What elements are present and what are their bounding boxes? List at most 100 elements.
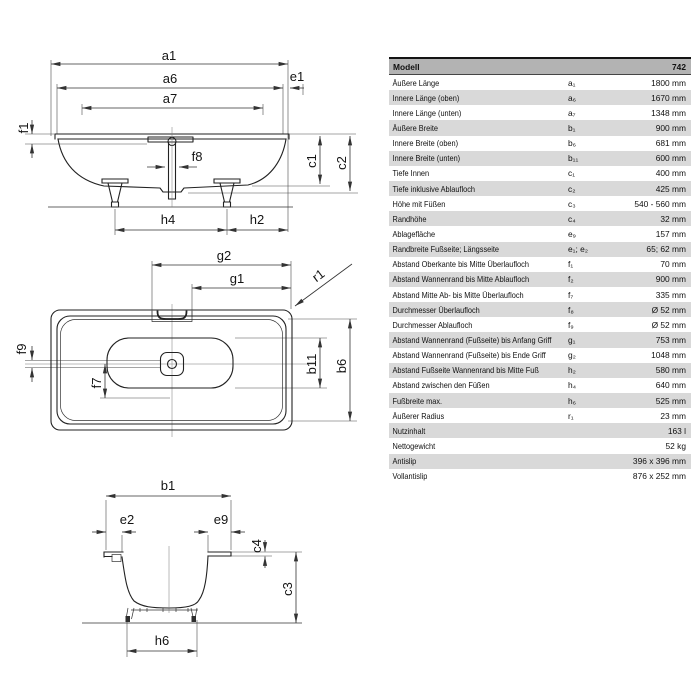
- spec-value: 525 mm: [655, 395, 686, 406]
- spec-symbol: c₁: [568, 168, 576, 179]
- dim-label-h2: h2: [250, 212, 264, 227]
- spec-label: Randhöhe: [392, 213, 427, 224]
- spec-value: Ø 52 mm: [651, 304, 686, 315]
- dim-label-h6: h6: [155, 633, 169, 648]
- grip-handle: [151, 310, 193, 322]
- spec-symbol: f₈: [568, 304, 574, 315]
- spec-value: 23 mm: [660, 410, 686, 421]
- side-view-labels: a1 a6 e1 a7 f1 f8 c1 c2 h4 h2: [16, 48, 349, 227]
- spec-label: Abstand Wannenrand (Fußseite) bis Ende G…: [392, 350, 546, 361]
- dim-label-c2: c2: [334, 156, 349, 170]
- dim-label-a7: a7: [163, 91, 177, 106]
- spec-symbol: b₆: [568, 138, 577, 149]
- spec-symbol: f₇: [568, 289, 574, 300]
- spec-label: Innere Länge (unten): [392, 107, 462, 118]
- spec-label: Abstand Oberkante bis Mitte Überlaufloch: [392, 259, 529, 270]
- spec-value: 157 mm: [655, 228, 686, 239]
- spec-label: Äußere Breite: [392, 122, 438, 133]
- spec-value: 1670 mm: [651, 92, 686, 103]
- dim-label-e1: e1: [290, 69, 304, 84]
- spec-value: 32 mm: [660, 213, 686, 224]
- spec-symbol: g₁: [568, 334, 576, 345]
- bathtub-top-outline: [50, 309, 293, 431]
- dim-label-r1: r1: [309, 266, 327, 285]
- spec-value: 580 mm: [655, 365, 686, 376]
- spec-value: 70 mm: [660, 259, 686, 270]
- model-value: 742: [672, 61, 686, 72]
- spec-value: 640 mm: [655, 380, 686, 391]
- spec-value: 1048 mm: [651, 350, 686, 361]
- table-row: Abstand Oberkante bis Mitte Überlaufloch…: [389, 257, 691, 272]
- dim-label-g1: g1: [230, 271, 244, 286]
- spec-symbol: c₂: [568, 183, 576, 194]
- dim-label-h4: h4: [161, 212, 175, 227]
- spec-value: 52 kg: [665, 440, 687, 451]
- dim-label-c4: c4: [249, 539, 264, 553]
- front-view-dimension-lines: [92, 493, 299, 654]
- spec-symbol: h₄: [568, 380, 577, 391]
- spec-value: 400 mm: [655, 168, 686, 179]
- spec-symbol: h₆: [568, 395, 577, 406]
- spec-label: Abstand Mitte Ab- bis Mitte Überlaufloch: [392, 289, 524, 300]
- dim-label-c1: c1: [304, 154, 319, 168]
- top-view-center-lines: [25, 304, 316, 437]
- dim-label-f9: f9: [14, 344, 29, 355]
- spec-symbol: f₂: [568, 274, 574, 285]
- spec-symbol: e₁; e₂: [568, 244, 589, 255]
- bathtub-front-outline: [103, 551, 232, 612]
- table-row: Vollantislip 876 x 252 mm: [389, 469, 691, 484]
- spec-symbol: a₆: [568, 92, 577, 103]
- top-view-diagram: g2 g1 r1 f9 f7 b11 b6: [14, 248, 357, 437]
- spec-value: 900 mm: [655, 122, 686, 133]
- spec-label: Innere Breite (oben): [392, 138, 459, 149]
- front-view-labels: b1 e2 e9 c4 c3 h6: [120, 478, 295, 648]
- bathtub-foot-left: [101, 178, 129, 208]
- table-row: Abstand Mitte Ab- bis Mitte Überlaufloch…: [389, 287, 691, 302]
- side-view-dimension-lines: [29, 61, 353, 233]
- front-foot-left: [125, 607, 135, 622]
- front-view-diagram: b1 e2 e9 c4 c3 h6: [82, 478, 302, 657]
- spec-label: Tiefe Innen: [392, 168, 430, 179]
- front-foot-right: [190, 607, 198, 622]
- model-label: Modell: [393, 61, 420, 72]
- spec-value: 900 mm: [655, 274, 686, 285]
- spec-symbol: h₂: [568, 365, 576, 376]
- top-view-dimension-lines: [29, 262, 353, 422]
- table-row: Tiefe Innen c₁ 400 mm: [389, 166, 691, 181]
- spec-label: Innere Breite (unten): [392, 153, 461, 164]
- spec-label: Abstand Wannenrand (Fußseite) bis Anfang…: [392, 334, 552, 345]
- spec-symbol: b₁₁: [568, 153, 579, 164]
- spec-value: 1800 mm: [651, 77, 686, 88]
- spec-label: Antislip: [392, 456, 417, 467]
- dim-label-a6: a6: [163, 71, 177, 86]
- spec-label: Vollantislip: [392, 471, 428, 482]
- spec-label: Ablagefläche: [392, 228, 436, 239]
- table-header: Modell 742: [389, 59, 691, 75]
- spec-value: 163 l: [667, 425, 686, 436]
- spec-label: Durchmesser Ablaufloch: [392, 319, 473, 330]
- top-view-extension-lines: [25, 261, 357, 422]
- table-row: Abstand Wannenrand (Fußseite) bis Anfang…: [389, 332, 691, 348]
- spec-symbol: a₁: [568, 77, 576, 88]
- spec-value: 876 x 252 mm: [632, 471, 686, 482]
- spec-label: Nutzinhalt: [392, 425, 426, 436]
- dim-label-e2: e2: [120, 512, 134, 527]
- table-row: Nutzinhalt 163 l: [389, 423, 691, 439]
